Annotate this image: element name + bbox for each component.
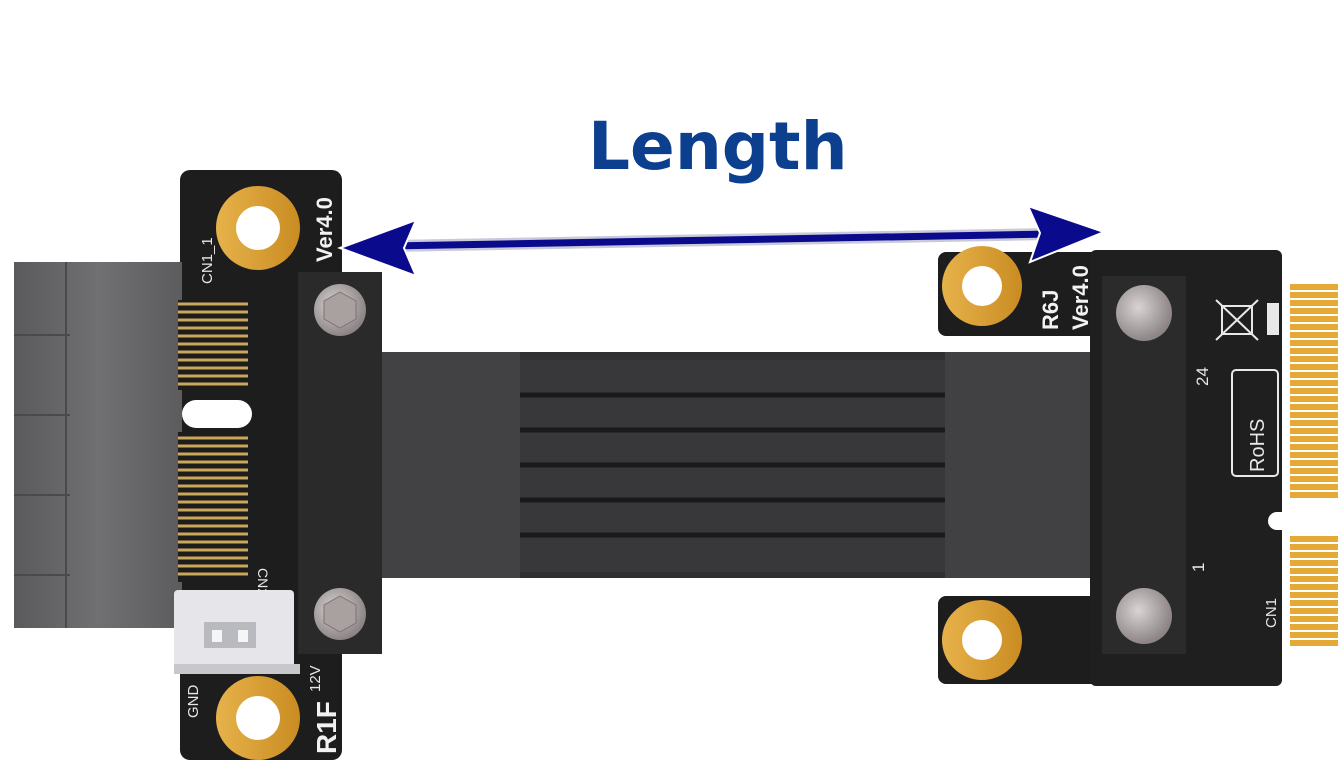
screw-icon xyxy=(1116,285,1172,341)
pcie-slot xyxy=(14,262,182,628)
left-gnd-label: GND xyxy=(185,685,202,719)
length-label: Length xyxy=(588,108,848,185)
right-version-label: Ver4.0 xyxy=(1068,265,1093,330)
left-riser-board: Ver4.0 CN1_1 CN2 R1F 12V GND xyxy=(14,170,382,760)
rohs-badge: RoHS xyxy=(1231,369,1279,477)
left-model-label: R1F xyxy=(311,701,342,754)
arrow-right-head xyxy=(1026,204,1107,264)
weee-bin-icon xyxy=(1215,299,1279,341)
length-arrow xyxy=(337,204,1107,278)
slot-pins xyxy=(178,300,248,582)
screw-icon xyxy=(1116,588,1172,644)
pin-1-label: 1 xyxy=(1189,563,1208,572)
right-cn1-label: CN1 xyxy=(1263,598,1280,628)
pin-24-label: 24 xyxy=(1193,367,1212,386)
left-version-label: Ver4.0 xyxy=(312,197,337,262)
arrow-left-head xyxy=(337,218,418,278)
right-mini-pcie-board: Ver4.0 R6J 24 1 CN1 RoHS xyxy=(938,246,1338,686)
left-cn1-label: CN1_1 xyxy=(199,237,216,284)
right-model-label: R6J xyxy=(1038,290,1063,330)
left-cn2-label: CN2 xyxy=(255,568,271,596)
flat-ribbon-cable xyxy=(380,352,1105,578)
left-12v-label: 12V xyxy=(307,665,324,692)
svg-text:RoHS: RoHS xyxy=(1247,419,1269,472)
